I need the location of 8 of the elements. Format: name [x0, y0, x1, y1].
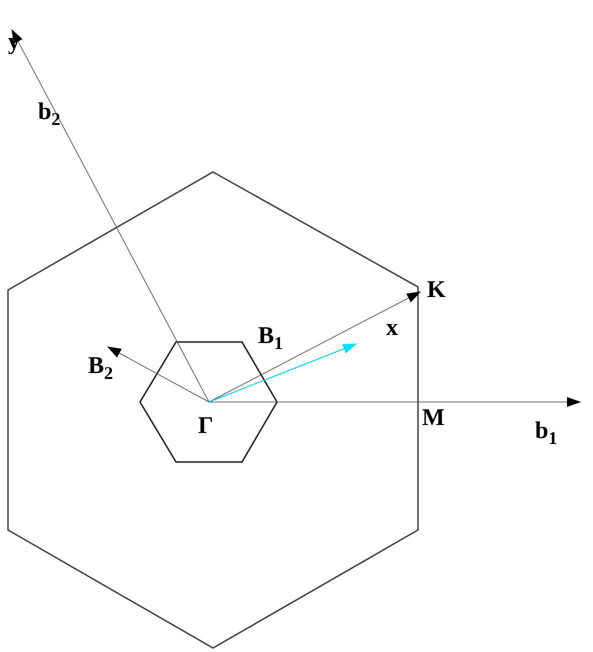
axis-label: B$_{2}$	[88, 354, 114, 382]
axis-label: K	[427, 278, 446, 302]
axis-label: B$_{1}$	[258, 324, 284, 352]
axis-label: b$_{1}$	[535, 419, 558, 447]
axis-label: Γ	[198, 414, 214, 438]
axis-label: M	[422, 406, 445, 430]
axis-label: x	[386, 316, 398, 340]
axis-label: b$_{2}$	[38, 100, 60, 128]
